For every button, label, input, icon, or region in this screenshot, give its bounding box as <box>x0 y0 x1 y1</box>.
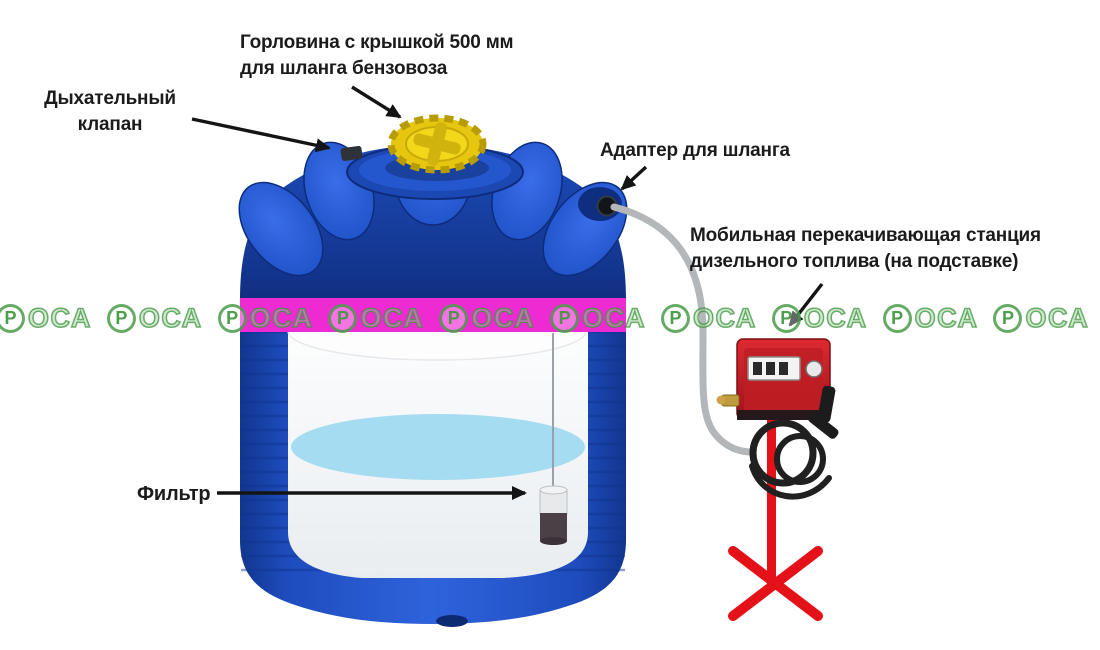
filter-label: Фильтр <box>137 483 211 505</box>
filter-assembly <box>539 333 568 545</box>
neck-label-line1: Горловина с крышкой 500 мм <box>240 32 514 53</box>
filter-cap <box>539 485 568 495</box>
tank-cap <box>385 114 489 181</box>
valve-label-line2: клапан <box>77 114 143 135</box>
pump-label: Мобильная перекачивающая станция дизельн… <box>690 223 1070 275</box>
stand-pole <box>767 418 776 586</box>
neck-label: Горловина с крышкой 500 мм для шланга бе… <box>240 30 514 82</box>
pump-gauge <box>805 360 823 378</box>
dome-lobe <box>238 181 324 277</box>
pump-unit <box>716 338 839 500</box>
annotation-arrows <box>191 85 824 500</box>
tank-foot <box>436 615 468 627</box>
nozzle-handle <box>808 412 839 439</box>
filter-base <box>540 537 567 545</box>
pump-arrow <box>788 282 824 327</box>
nozzle-holster <box>817 385 836 423</box>
hose-tail <box>749 463 832 500</box>
neck-label-line2: для шланга бензовоза <box>240 58 448 79</box>
counter-digit <box>766 362 775 375</box>
adapter-label: Адаптер для шланга <box>600 140 790 161</box>
valve-label: Дыхательный клапан <box>30 86 190 138</box>
hose-loop <box>774 433 826 485</box>
stand-cross-legs <box>728 546 823 621</box>
magenta-stripe <box>240 298 626 332</box>
counter-digit <box>753 362 762 375</box>
storage-tank <box>238 114 628 627</box>
pump-base <box>737 410 830 420</box>
pump-label-line2: дизельного топлива (на подставке) <box>690 251 1019 272</box>
neck-arrow <box>351 85 402 119</box>
filter-body-bottom <box>540 513 567 541</box>
counter-digit <box>779 362 788 375</box>
stand-leg <box>728 546 823 621</box>
cap-handle-bar <box>413 133 461 155</box>
pump-station <box>716 338 839 621</box>
pump-label-line1: Мобильная перекачивающая станция <box>690 225 1041 246</box>
valve-arrow <box>191 117 331 153</box>
hose-loop <box>749 419 817 487</box>
pump-nozzle <box>808 385 839 439</box>
adapter-arrow <box>620 165 648 191</box>
liquid-surface <box>291 414 585 480</box>
transfer-hose <box>610 203 756 456</box>
valve-label-line1: Дыхательный <box>44 88 176 109</box>
brass-fitting <box>716 395 726 405</box>
breather-valve <box>340 145 363 161</box>
pump-hose-coil <box>749 419 832 500</box>
